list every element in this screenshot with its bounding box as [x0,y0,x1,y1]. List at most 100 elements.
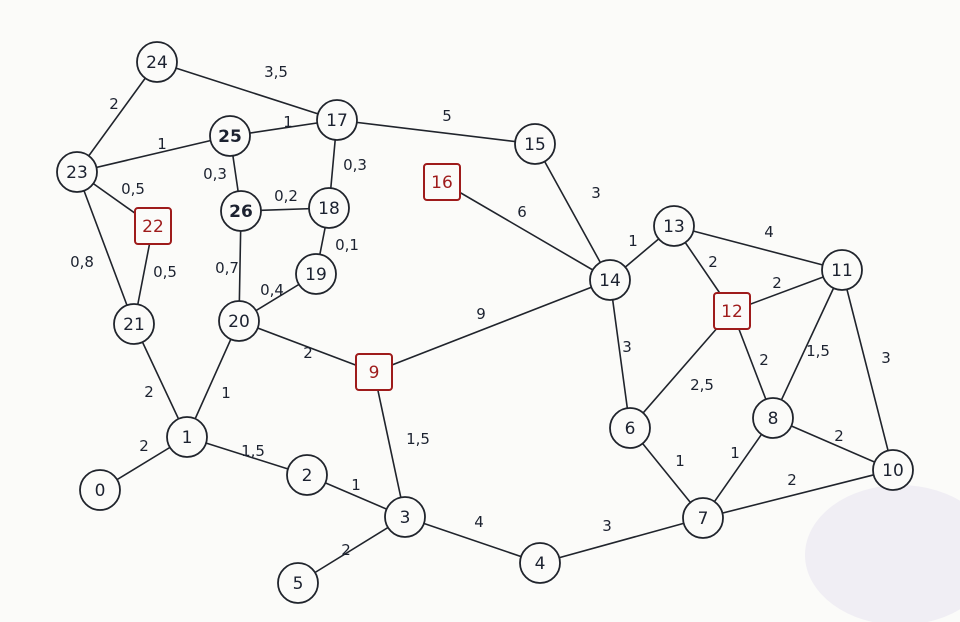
edge-weight-25-26: 0,3 [203,165,227,183]
edge-weight-19-20: 0,4 [260,281,284,299]
node-12: 12 [713,292,751,330]
nodes-layer: 0123456789101112131415161718192021222324… [56,41,914,604]
edge-weight-17-18: 0,3 [343,156,367,174]
node-21-label: 21 [123,315,145,335]
edge-weight-7-10: 2 [787,471,797,489]
edge-weight-20-1: 1 [221,384,231,402]
edge-weight-26-20: 0,7 [215,259,239,277]
node-19-label: 19 [305,265,327,285]
edge-weight-6-7: 1 [675,452,685,470]
node-12-shape [713,292,751,330]
node-0: 0 [79,469,121,511]
node-7: 7 [682,497,724,539]
edge-weight-8-10: 2 [834,427,844,445]
node-22-label: 22 [142,217,164,237]
node-23-label: 23 [66,163,88,183]
node-6-label: 6 [625,419,636,439]
node-15-shape [514,123,556,165]
edge-11-10 [841,269,894,471]
node-10-label: 10 [882,461,904,481]
node-10: 10 [872,449,914,491]
node-1: 1 [166,416,208,458]
edge-weight-4-7: 3 [602,517,612,535]
node-1-shape [166,416,208,458]
node-21: 21 [113,303,155,345]
edge-weight-15-14: 3 [591,184,601,202]
edge-weight-24-23: 2 [109,95,119,113]
node-9-shape [355,353,393,391]
edge-24-17 [156,61,338,121]
edge-13-11 [673,225,843,271]
edge-weight-21-1: 2 [144,383,154,401]
node-15-label: 15 [524,135,546,155]
edge-weight-23-22: 0,5 [121,180,145,198]
edge-9-14 [373,279,611,373]
edge-20-9 [238,320,375,373]
node-2-label: 2 [302,466,313,486]
node-20-label: 20 [228,312,250,332]
edge-weight-22-21: 0,5 [153,263,177,281]
node-6-shape [609,407,651,449]
node-14-shape [589,259,631,301]
node-24: 24 [136,41,178,83]
node-5-shape [277,562,319,604]
edge-12-6 [629,310,733,429]
node-16-shape [423,163,461,201]
node-3: 3 [384,496,426,538]
node-17: 17 [316,99,358,141]
edge-weight-23-25: 1 [157,135,167,153]
node-18-label: 18 [318,199,340,219]
edge-weight-11-10: 3 [881,349,891,367]
node-20: 20 [218,300,260,342]
edge-weight-23-21: 0,8 [70,253,94,271]
edge-15-14 [534,143,611,281]
node-25-label: 25 [218,127,242,147]
edge-weight-16-14: 6 [517,203,527,221]
node-19-shape [295,253,337,295]
edge-7-10 [702,469,894,519]
node-3-shape [384,496,426,538]
edge-weight-25-17: 1 [283,113,293,131]
edge-weight-1-0: 2 [139,437,149,455]
edge-weight-17-15: 5 [442,107,452,125]
edge-weight-9-14: 9 [476,305,486,323]
edge-20-1 [186,320,240,438]
node-13: 13 [653,205,695,247]
node-9: 9 [355,353,393,391]
node-8-shape [752,397,794,439]
edge-weight-3-5: 2 [341,541,351,559]
edge-weight-2-3: 1 [351,476,361,494]
node-21-shape [113,303,155,345]
edge-24-23 [76,61,158,173]
node-24-shape [136,41,178,83]
node-6: 6 [609,407,651,449]
edge-3-4 [404,516,541,564]
node-2: 2 [286,454,328,496]
edge-weight-26-18: 0,2 [274,187,298,205]
node-4: 4 [519,542,561,584]
edge-weight-14-6: 3 [622,338,632,356]
node-26-shape [220,190,262,232]
node-20-shape [218,300,260,342]
edge-weight-11-8: 1,5 [806,342,830,360]
node-8: 8 [752,397,794,439]
node-5-label: 5 [293,574,304,594]
edge-weight-13-11: 4 [764,223,774,241]
node-10-shape [872,449,914,491]
node-2-shape [286,454,328,496]
edge-weight-9-3: 1,5 [406,430,430,448]
node-11-label: 11 [831,261,853,281]
edge-16-14 [441,181,611,281]
node-7-shape [682,497,724,539]
edge-weight-12-11: 2 [772,274,782,292]
edge-weight-13-12: 2 [708,253,718,271]
node-26: 26 [220,190,262,232]
node-14: 14 [589,259,631,301]
node-23: 23 [56,151,98,193]
edge-11-8 [772,269,843,419]
edge-1-2 [186,436,308,476]
paper-stain [805,485,960,622]
edge-23-21 [76,171,135,325]
node-25: 25 [209,115,251,157]
